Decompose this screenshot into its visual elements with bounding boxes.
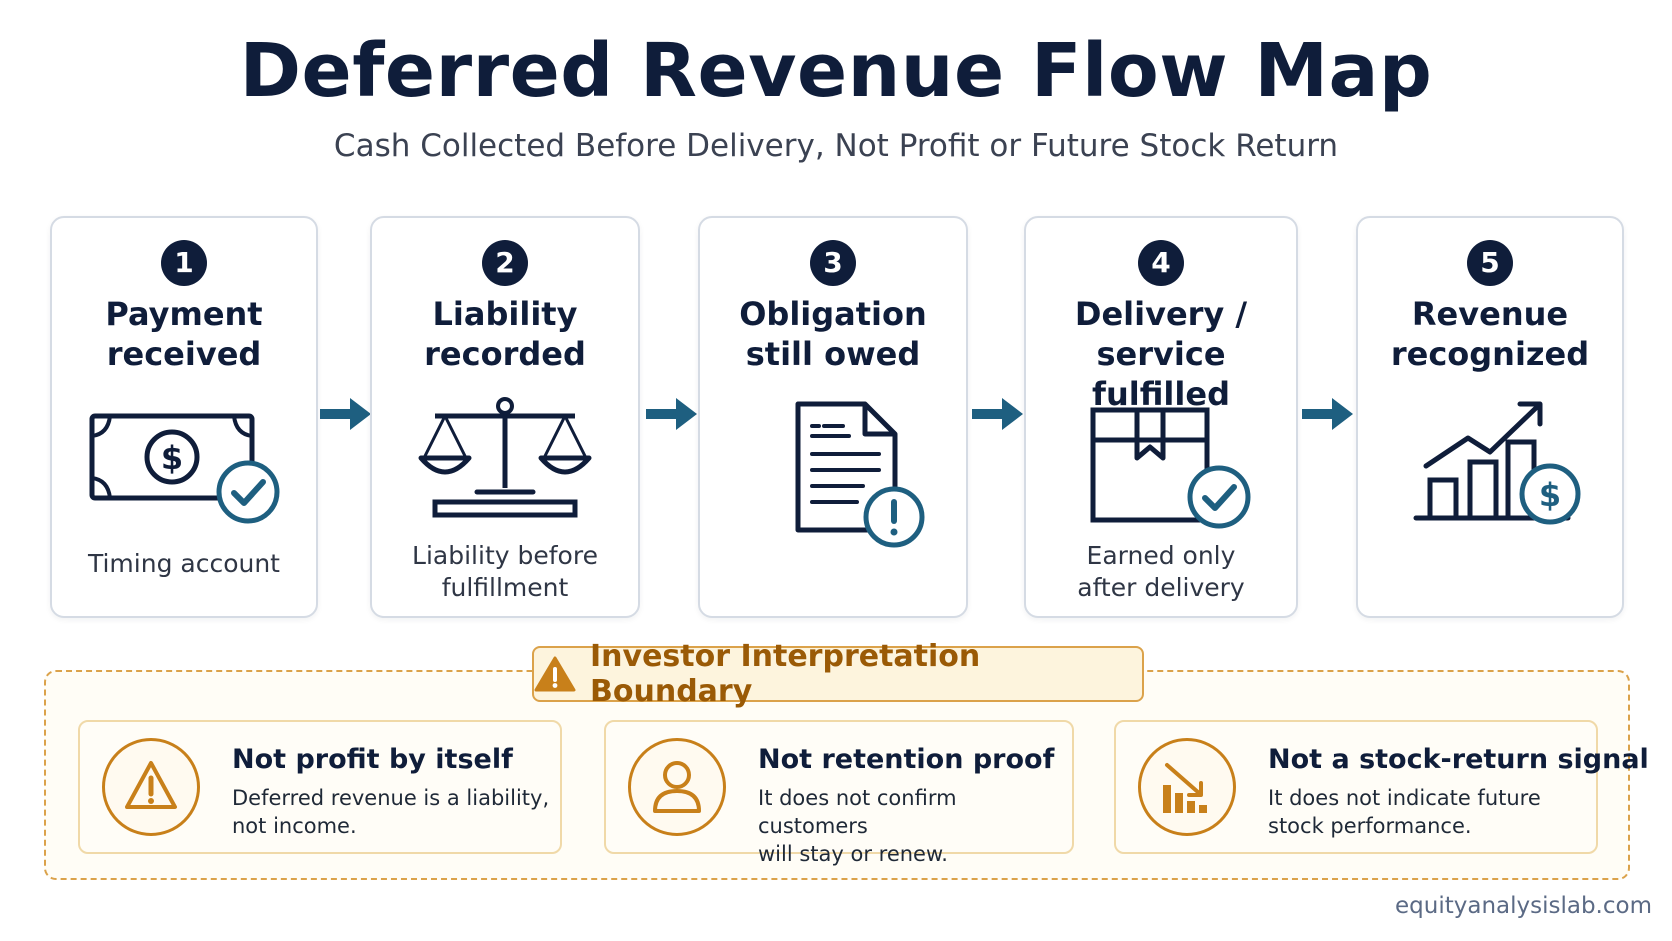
- step-card-payment-received: 1 Payment received $ Timing account: [50, 216, 318, 618]
- note-card-not-profit: Not profit by itself Deferred revenue is…: [78, 720, 562, 854]
- note-title: Not a stock-return signal: [1268, 744, 1649, 775]
- step-caption: Timing account: [87, 549, 280, 578]
- step-caption: Liability before fulfillment: [412, 541, 598, 602]
- step-title: Revenue recognized: [1390, 295, 1590, 373]
- warning-triangle-icon: [534, 655, 576, 693]
- warning-icon: [102, 738, 200, 836]
- growth-chart-dollar-icon: $: [1380, 396, 1600, 556]
- person-icon: [628, 738, 726, 836]
- note-card-not-stock-signal: Not a stock-return signal It does not in…: [1114, 720, 1649, 854]
- step-number: 2: [482, 240, 528, 286]
- step-number: 3: [810, 240, 856, 286]
- step-card-delivery-fulfilled: 4 Delivery / service fulfilled Earned on…: [1024, 216, 1298, 618]
- flow-arrow-icon: [642, 394, 700, 434]
- declining-chart-icon: [1138, 738, 1236, 836]
- site-watermark: equityanalysislab.com: [1395, 893, 1652, 919]
- step-title: Delivery / service fulfilled: [1074, 295, 1248, 413]
- page-subtitle: Cash Collected Before Delivery, Not Prof…: [333, 128, 1339, 164]
- step-card-obligation-still-owed: 3 Obligation still owed: [698, 216, 968, 618]
- note-title: Not profit by itself: [232, 744, 513, 775]
- step-card-revenue-recognized: 5 Revenue recognized $: [1356, 216, 1624, 618]
- step-title: Obligation still owed: [739, 295, 927, 373]
- flow-arrow-icon: [968, 394, 1026, 434]
- step-title: Payment received: [105, 295, 263, 373]
- step-number: 1: [161, 240, 207, 286]
- document-alert-icon: [723, 396, 943, 556]
- step-number: 5: [1467, 240, 1513, 286]
- scales-icon: [395, 396, 615, 556]
- note-text: Deferred revenue is a liability, not inc…: [232, 786, 550, 838]
- box-check-icon: [1051, 396, 1271, 556]
- step-card-liability-recorded: 2 Liability recorded Liability before fu…: [370, 216, 640, 618]
- page-title: Deferred Revenue Flow Map: [239, 28, 1433, 114]
- boundary-header: Investor Interpretation Boundary: [532, 639, 1144, 709]
- step-number: 4: [1138, 240, 1184, 286]
- flow-arrow-icon: [1298, 394, 1356, 434]
- note-card-not-retention: Not retention proof It does not confirm …: [604, 720, 1074, 866]
- boundary-title: Investor Interpretation Boundary: [590, 639, 981, 709]
- flow-arrow-icon: [316, 394, 374, 434]
- svg-text:$: $: [1539, 476, 1561, 514]
- step-title: Liability recorded: [424, 295, 586, 373]
- step-caption: Earned only after delivery: [1077, 541, 1245, 602]
- svg-text:$: $: [161, 439, 183, 477]
- note-title: Not retention proof: [758, 744, 1055, 775]
- cash-check-icon: $: [74, 396, 294, 556]
- note-text: It does not indicate future stock perfor…: [1268, 786, 1541, 838]
- note-text: It does not confirm customers will stay …: [758, 786, 957, 866]
